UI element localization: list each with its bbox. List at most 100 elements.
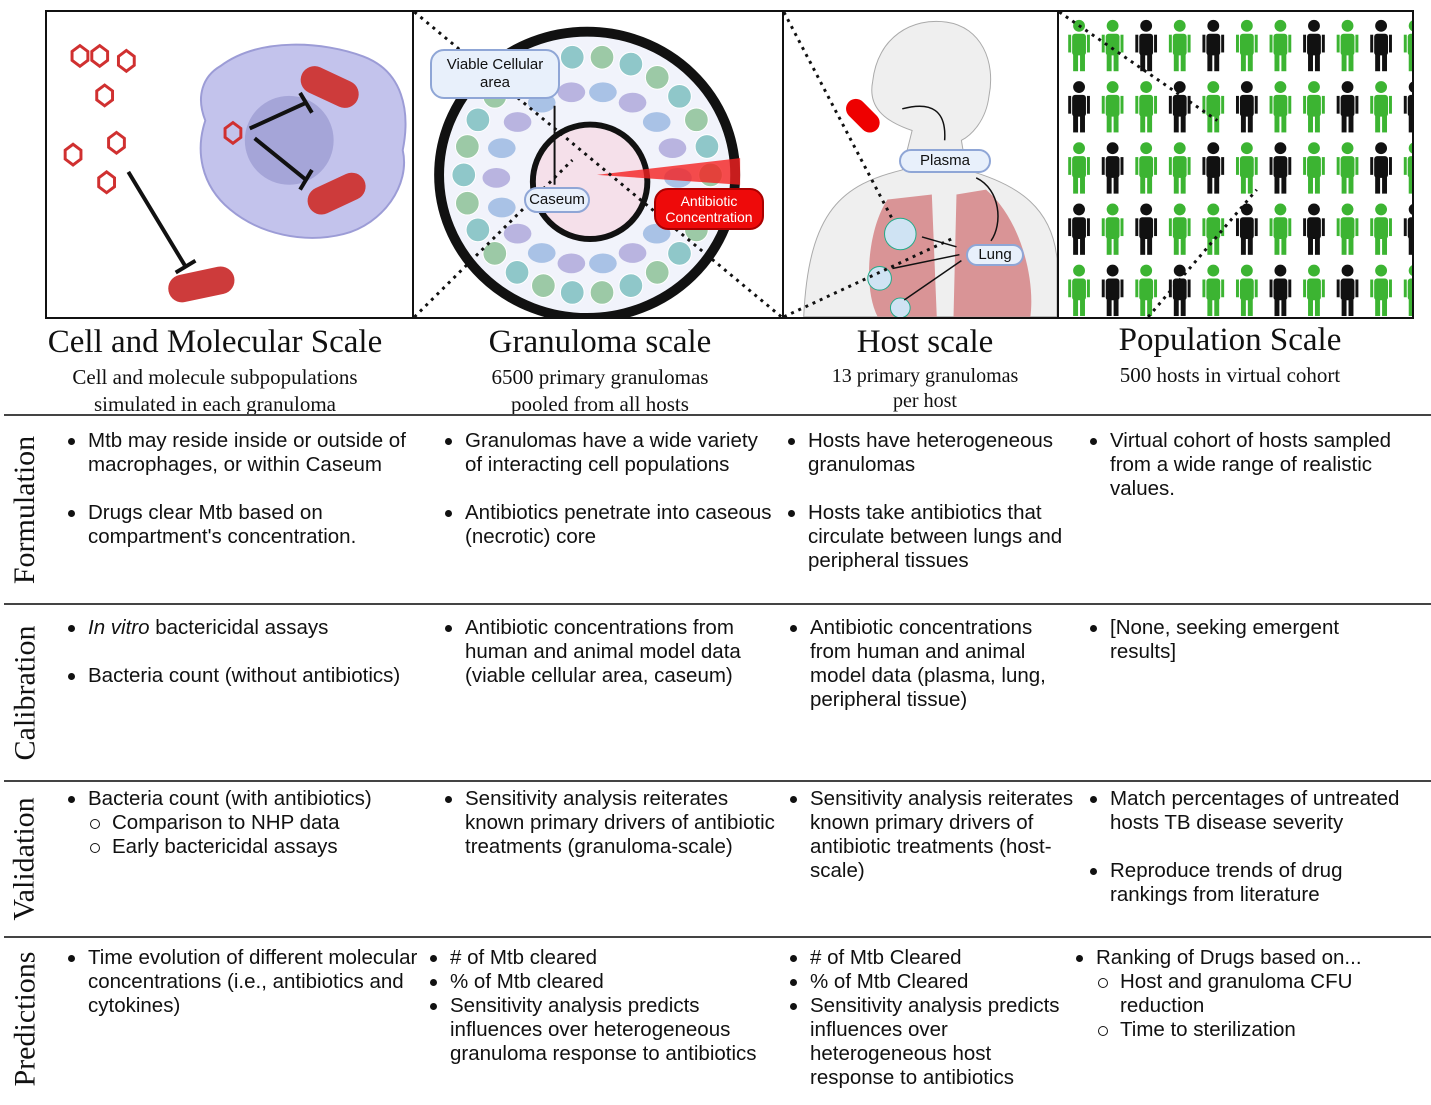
bullet-item: Bacteria count (with antibiotics)	[68, 787, 418, 811]
person-icon	[1101, 81, 1124, 133]
scale-subtitle: 13 primary granulomas per host	[831, 365, 1019, 412]
divider	[4, 780, 1431, 782]
bullet-item: Hosts have heterogeneous granulomas	[788, 429, 1073, 477]
table-cell: Mtb may reside inside or outside of macr…	[68, 429, 418, 549]
granuloma-illustration: Viable Cellular area Caseum Antibiotic C…	[412, 10, 784, 319]
immune-cell-icon	[482, 241, 508, 266]
macrophage-cell-icon	[527, 243, 556, 263]
immune-cell-icon	[455, 134, 480, 159]
scale-subtitle: Cell and molecule subpopulations simulat…	[72, 365, 358, 416]
macrophage-cell-icon	[557, 82, 586, 103]
molecule-icon	[63, 43, 243, 195]
row-label-validation: Validation	[0, 781, 50, 937]
bullet-text: Sensitivity analysis reiterates known pr…	[810, 787, 1074, 882]
row-label-formulation: Formulation	[0, 416, 50, 604]
person-icon	[1403, 20, 1412, 72]
scale-subtitle: 500 hosts in virtual cohort	[1119, 363, 1341, 387]
row-label-text: Predictions	[8, 951, 41, 1086]
table-cell: Antibiotic concentrations from human and…	[790, 616, 1075, 712]
bullet-text: Sensitivity analysis reiterates known pr…	[465, 787, 775, 858]
bullet-item: Reproduce trends of drug rankings from l…	[1090, 859, 1410, 907]
person-icon	[1135, 142, 1158, 194]
bullet-item: Ranking of Drugs based on...	[1076, 946, 1396, 970]
macrophage-cell-icon	[482, 167, 511, 188]
macrophage-cell-icon	[503, 112, 532, 132]
bullet-item: Sensitivity analysis reiterates known pr…	[445, 787, 775, 859]
person-icon	[1101, 19, 1124, 72]
bullet-item: Antibiotic concentrations from human and…	[445, 616, 775, 688]
divider	[4, 414, 1431, 416]
bullet-item: Virtual cohort of hosts sampled from a w…	[1090, 429, 1410, 501]
immune-cell-icon	[559, 280, 585, 305]
person-icon	[1370, 142, 1392, 194]
antibiotic-concentration-label: Antibiotic Concentration	[654, 188, 764, 230]
bullet-item: Granulomas have a wide variety of intera…	[445, 429, 775, 477]
bullet-text: Reproduce trends of drug rankings from l…	[1110, 859, 1343, 906]
macrophage-cell-icon	[503, 223, 532, 244]
person-icon	[1370, 81, 1392, 133]
person-icon	[1168, 203, 1191, 255]
immune-cell-icon	[465, 107, 491, 133]
bullet-item: # of Mtb cleared	[430, 946, 760, 970]
person-icon	[1202, 81, 1225, 133]
person-icon	[1168, 81, 1191, 133]
row-label-text: Calibration	[8, 625, 42, 760]
person-icon	[1135, 81, 1158, 133]
bullet-item: Antibiotic concentrations from human and…	[790, 616, 1075, 712]
bullet-item: Sensitivity analysis predicts influences…	[430, 994, 760, 1066]
immune-cell-icon	[504, 260, 530, 285]
person-icon	[1202, 264, 1225, 317]
person-icon	[1370, 264, 1392, 317]
person-icon	[1101, 203, 1124, 255]
scale-title: Cell and Molecular Scale	[47, 324, 383, 360]
person-icon	[1235, 203, 1258, 255]
bullet-text: Virtual cohort of hosts sampled from a w…	[1110, 429, 1392, 500]
immune-cell-icon	[684, 107, 709, 133]
bullet-text: Bacteria count (with antibiotics)	[88, 787, 372, 810]
immune-cell-icon	[559, 44, 585, 70]
row-label-text: Validation	[8, 797, 41, 921]
row-label-predictions: Predictions	[0, 937, 50, 1100]
bullet-item: # of Mtb Cleared	[790, 946, 1075, 970]
bullet-text: Antibiotic concentrations from human and…	[465, 616, 741, 687]
table-cell: Time evolution of different molecular co…	[68, 946, 418, 1018]
person-icon	[1135, 203, 1158, 255]
table-cell: Bacteria count (with antibiotics)Compari…	[68, 787, 418, 859]
immune-cell-icon	[644, 260, 670, 285]
person-icon	[1235, 142, 1258, 194]
scale-header-population: Population Scale 500 hosts in virtual coh…	[1060, 322, 1400, 389]
bullet-text: Drugs clear Mtb based on compartment's c…	[88, 501, 357, 548]
person-icon	[1303, 142, 1325, 194]
bullet-text: Mtb may reside inside or outside of macr…	[88, 429, 406, 476]
person-icon	[1403, 265, 1412, 317]
bullet-text: % of Mtb Cleared	[810, 970, 969, 993]
immune-cell-icon	[694, 134, 720, 159]
immune-cell-icon	[667, 83, 692, 109]
pill-icon	[846, 98, 880, 133]
person-icon	[1202, 142, 1225, 194]
macrophage-cell-icon	[487, 197, 516, 218]
bullet-text: # of Mtb Cleared	[810, 946, 962, 969]
divider	[4, 603, 1431, 605]
scale-title: Population Scale	[1118, 322, 1342, 358]
person-icon	[1202, 203, 1225, 255]
bullet-text: Antibiotic concentrations from human and…	[810, 616, 1046, 711]
bullet-item: Sensitivity analysis reiterates known pr…	[790, 787, 1075, 883]
person-icon	[1336, 81, 1359, 133]
table-cell: Virtual cohort of hosts sampled from a w…	[1090, 429, 1410, 501]
person-icon	[1235, 264, 1258, 317]
person-icon	[1303, 19, 1325, 72]
divider	[4, 936, 1431, 938]
macrophage-cell-icon	[658, 138, 687, 158]
immune-cell-icon	[465, 217, 491, 243]
bullet-text: Sensitivity analysis predicts influences…	[810, 994, 1060, 1089]
bullet-item: Mtb may reside inside or outside of macr…	[68, 429, 418, 477]
person-icon	[1336, 142, 1359, 194]
person-icon	[1336, 203, 1359, 255]
